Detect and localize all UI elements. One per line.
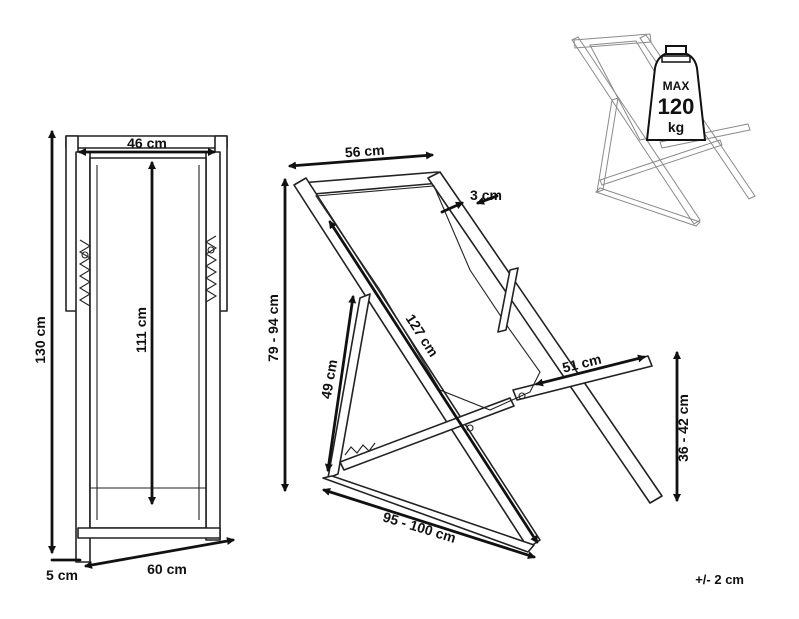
side-depth-label: 95 - 100 cm	[381, 509, 458, 546]
max-load-unit: kg	[668, 119, 684, 135]
side-frame-thickness-label: 3 cm	[470, 187, 502, 203]
side-leg-length-label: 49 cm	[318, 358, 341, 400]
side-seat-width-dimension-line	[535, 354, 646, 387]
front-height-inner-label: 111 cm	[133, 307, 149, 353]
width-bottom-dimension-line	[84, 537, 235, 569]
side-seat-height-label: 36 - 42 cm	[675, 394, 691, 462]
front-width-top-label: 46 cm	[127, 135, 167, 151]
side-leg-length-dimension-line	[324, 295, 357, 472]
weight-icon	[645, 45, 707, 141]
side-frame-thickness-dimension-line	[440, 201, 464, 214]
front-width-bottom-label: 60 cm	[147, 561, 187, 577]
load-thumbnail-chair	[571, 33, 756, 227]
side-view-chair	[293, 171, 663, 553]
side-height-total-label: 79 - 94 cm	[265, 294, 281, 362]
tolerance-note: +/- 2 cm	[695, 572, 744, 587]
side-width-top-dimension-line	[288, 151, 434, 170]
front-height-total-label: 130 cm	[32, 316, 48, 363]
side-frame-thickness-dimension-line-2	[476, 194, 499, 205]
max-load-value: 120	[658, 94, 695, 119]
front-depth-label: 5 cm	[46, 567, 78, 583]
side-depth-dimension-line	[322, 488, 536, 559]
max-load-max-label: MAX	[663, 79, 690, 93]
side-width-top-label: 56 cm	[344, 142, 385, 161]
